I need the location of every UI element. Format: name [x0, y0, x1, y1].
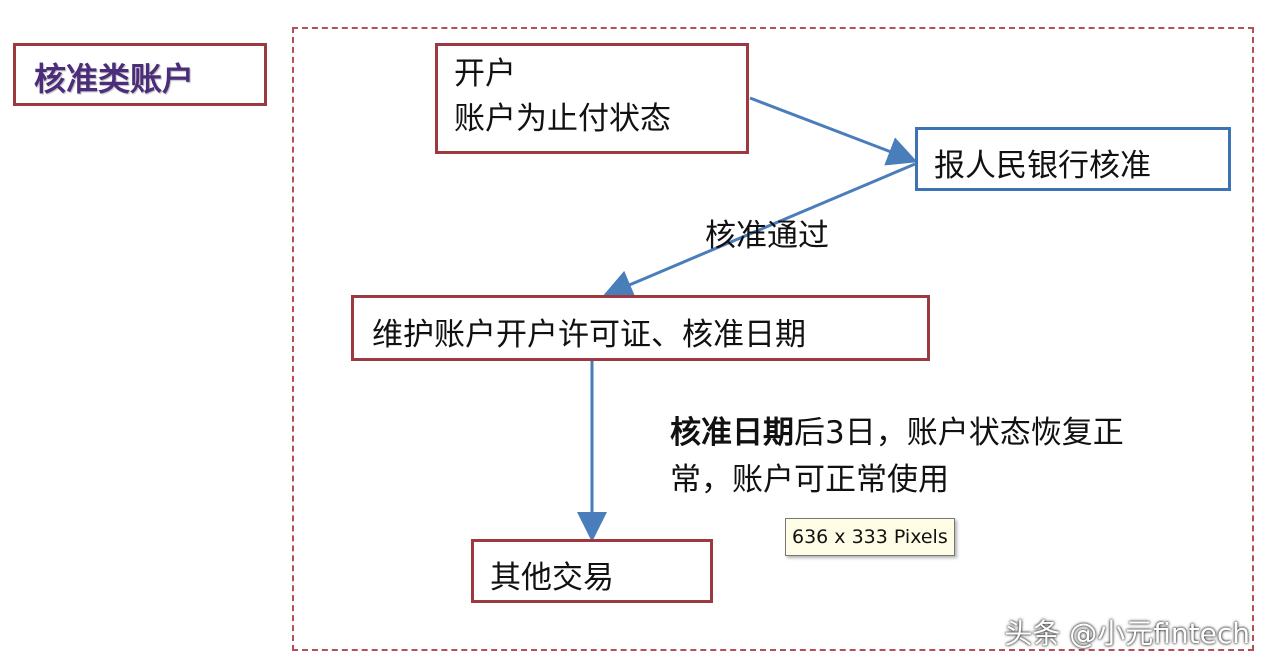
note-bold: 核准日期	[670, 415, 794, 451]
dashed-frame	[292, 27, 1254, 651]
maintain-license-box: 维护账户开户许可证、核准日期	[351, 295, 930, 361]
open-account-box: 开户 账户为止付状态	[435, 43, 749, 154]
size-tooltip: 636 x 333 Pixels	[785, 518, 955, 556]
note-rest: 后3日，账户状态恢复正常，账户可正常使用	[670, 415, 1124, 498]
title-box: 核准类账户	[13, 43, 267, 106]
open-label: 开户	[454, 56, 516, 92]
pboc-approval-box: 报人民银行核准	[915, 127, 1231, 191]
watermark: 头条 @小元fintech	[1004, 617, 1250, 650]
note-text: 核准日期后3日，账户状态恢复正常，账户可正常使用	[670, 410, 1170, 504]
approved-label: 核准通过	[705, 218, 829, 254]
arrow-open-to-pboc	[749, 96, 918, 166]
other-transactions-box: 其他交易	[471, 539, 713, 603]
arrow-pboc-to-maintain	[602, 162, 916, 299]
suspended-label: 账户为止付状态	[454, 101, 671, 137]
